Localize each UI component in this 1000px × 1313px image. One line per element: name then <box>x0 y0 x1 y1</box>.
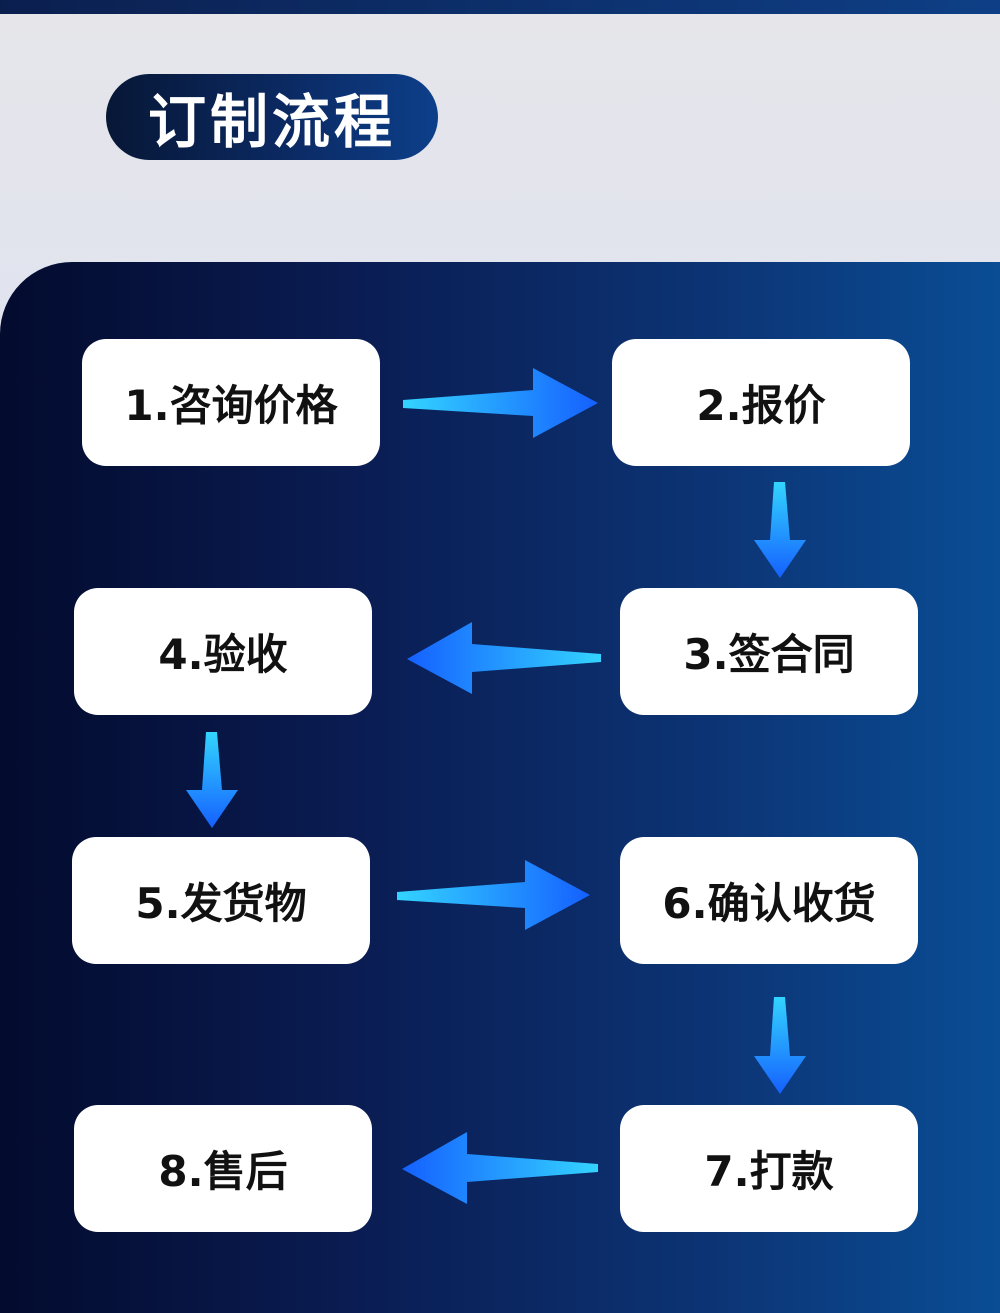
arrow-down-2-to-3 <box>754 482 806 578</box>
step-label: 4.验收 <box>158 630 288 679</box>
step-box-4: 4.验收 <box>74 588 372 715</box>
step-label: 1.咨询价格 <box>124 381 338 430</box>
step-label: 2.报价 <box>696 381 826 430</box>
step-box-2: 2.报价 <box>612 339 910 466</box>
step-box-8: 8.售后 <box>74 1105 372 1232</box>
step-box-1: 1.咨询价格 <box>82 339 380 466</box>
step-label: 3.签合同 <box>683 630 855 679</box>
page-title: 订制流程 <box>147 88 396 156</box>
arrow-left-3-to-4 <box>407 622 601 694</box>
step-label: 6.确认收货 <box>662 879 876 928</box>
top-strip <box>0 0 1000 14</box>
flow-arrows <box>186 368 806 1204</box>
arrow-right-5-to-6 <box>397 860 590 930</box>
step-label: 7.打款 <box>704 1147 834 1196</box>
flow-panel: 1.咨询价格 2.报价 3.签合同 4.验收 5.发货物 6.确认收货 7.打款… <box>0 262 1000 1313</box>
title-badge: 订制流程 <box>106 74 438 160</box>
step-label: 8.售后 <box>158 1147 288 1196</box>
arrow-right-1-to-2 <box>403 368 598 438</box>
arrow-down-6-to-7 <box>754 997 806 1094</box>
step-box-5: 5.发货物 <box>72 837 370 964</box>
step-label: 5.发货物 <box>135 879 307 928</box>
step-box-3: 3.签合同 <box>620 588 918 715</box>
step-box-7: 7.打款 <box>620 1105 918 1232</box>
arrow-down-4-to-5 <box>186 732 238 828</box>
arrow-left-7-to-8 <box>402 1132 598 1204</box>
step-box-6: 6.确认收货 <box>620 837 918 964</box>
